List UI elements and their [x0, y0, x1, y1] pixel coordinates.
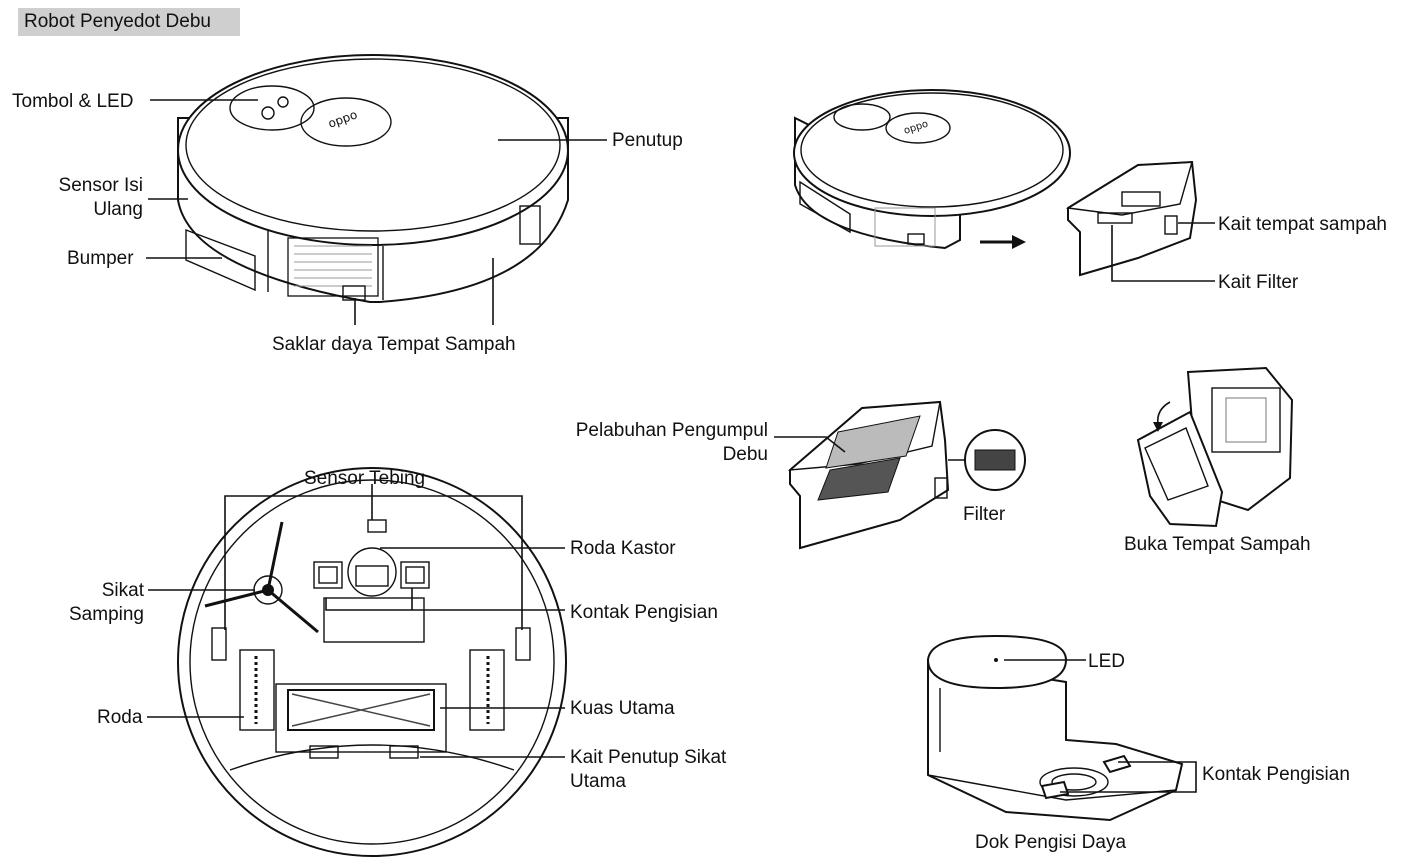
- label-main-brush-cover-latch-line2: Utama: [570, 771, 626, 792]
- robot-top-callouts: [146, 99, 607, 325]
- open-bin-illustration: [1136, 366, 1294, 528]
- section-title: Robot Penyedot Debu: [18, 8, 240, 36]
- label-charging-contacts-robot: Kontak Pengisian: [570, 602, 718, 623]
- label-side-brush-line1: Sikat: [102, 580, 145, 601]
- dustbin-callouts: [774, 436, 846, 453]
- label-open-bin: Buka Tempat Sampah: [1124, 534, 1311, 555]
- robot-bottom-callouts: [147, 484, 565, 758]
- dustbin-illustration: [787, 400, 1026, 550]
- label-bumper: Bumper: [67, 248, 134, 269]
- label-collector-port-line1: Pelabuhan Pengumpul: [576, 420, 768, 441]
- dock-callouts: [1004, 659, 1197, 793]
- label-bin-power-switch: Saklar daya Tempat Sampah: [272, 334, 516, 355]
- label-refill-sensor-line2: Ulang: [93, 199, 143, 220]
- label-charging-dock: Dok Pengisi Daya: [975, 832, 1126, 853]
- label-bin-latch: Kait tempat sampah: [1218, 214, 1387, 235]
- label-cover: Penutup: [612, 130, 683, 151]
- label-wheel: Roda: [97, 707, 143, 728]
- label-buttons-led: Tombol & LED: [12, 91, 133, 112]
- robot-bin-removal-illustration: oppo: [793, 89, 1198, 277]
- label-side-brush-line2: Samping: [69, 604, 144, 625]
- label-caster-wheel: Roda Kastor: [570, 538, 676, 559]
- label-cliff-sensor: Sensor Tebing: [304, 468, 425, 489]
- robot-bottom-illustration: [177, 467, 567, 857]
- bin-removal-callouts: [1111, 222, 1215, 282]
- label-main-brush-cover-latch-line1: Kait Penutup Sikat: [570, 747, 727, 768]
- label-refill-sensor-line1: Sensor Isi: [59, 175, 143, 196]
- robot-top-illustration: oppo: [177, 54, 569, 303]
- label-dock-charging-contacts: Kontak Pengisian: [1202, 764, 1350, 785]
- label-filter: Filter: [963, 504, 1006, 525]
- label-main-brush: Kuas Utama: [570, 698, 675, 719]
- label-filter-latch: Kait Filter: [1218, 272, 1299, 293]
- charging-dock-illustration: [926, 634, 1184, 822]
- label-dock-led: LED: [1088, 651, 1125, 672]
- label-collector-port-line2: Debu: [723, 444, 768, 465]
